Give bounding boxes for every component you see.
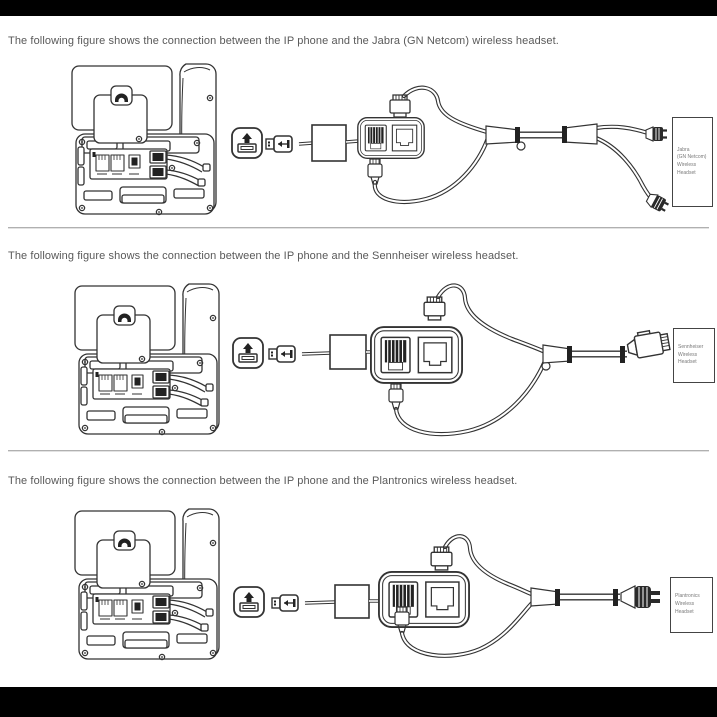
ip-phone-illustration	[74, 283, 220, 436]
headset-label-line: Headset	[677, 169, 696, 176]
headset-label-line: Wireless	[675, 601, 695, 608]
section-plantronics: The following figure shows the connectio…	[0, 455, 717, 687]
headset-quick-disconnect-plug	[620, 585, 661, 609]
rj45-connector	[389, 94, 411, 118]
y-splitter-junction	[542, 344, 572, 364]
cable-tie-ring	[516, 141, 526, 151]
headset-plug	[645, 125, 669, 143]
ip-phone-illustration	[71, 63, 217, 216]
headset-label-line: Wireless	[677, 162, 697, 168]
headset-label-box: Plantronics Wireless Headset	[670, 577, 713, 633]
connection-diagram-sennheiser	[74, 283, 672, 437]
ehs-adapter-box	[311, 124, 347, 162]
ip-phone-illustration	[74, 508, 220, 661]
headset-label-line: Plantronics	[675, 593, 700, 600]
connection-diagram-plantronics	[74, 508, 661, 661]
caption-jabra: The following figure shows the connectio…	[8, 35, 559, 47]
usb-port-icon	[231, 127, 263, 159]
headset-label-line: Wireless	[678, 351, 698, 358]
ehs-port-box	[357, 117, 425, 159]
ehs-adapter-box	[329, 334, 367, 370]
ehs-adapter-box	[334, 584, 370, 619]
rj45-connector	[430, 546, 453, 571]
headset-label-line: Jabra	[677, 146, 690, 153]
y-splitter-junction	[563, 123, 598, 145]
connection-diagram-jabra	[71, 63, 672, 216]
headset-label-line: Headset	[675, 608, 694, 615]
headset-label-box: Sennheiser Wireless Headset	[673, 328, 715, 383]
headset-label-box: Jabra (GN Netcom) Wireless Headset	[672, 117, 713, 207]
section-jabra: The following figure shows the connectio…	[0, 16, 717, 233]
section-divider	[8, 227, 709, 229]
headset-rj45-plug	[625, 327, 672, 361]
y-splitter-junction	[530, 587, 560, 607]
usb-port-icon	[232, 337, 264, 369]
headset-label-line: Sennheiser	[678, 343, 704, 350]
caption-plantronics: The following figure shows the connectio…	[8, 475, 518, 487]
caption-sennheiser: The following figure shows the connectio…	[8, 250, 519, 262]
headset-label-line: (GN Netcom)	[677, 154, 707, 161]
usb-plug-icon	[271, 594, 299, 612]
y-splitter-junction	[485, 125, 520, 145]
section-divider	[8, 450, 709, 452]
headset-label-line: Headset	[678, 359, 697, 366]
rj9-connector	[388, 383, 404, 410]
bottom-letterbox-bar	[0, 687, 717, 717]
usb-plug-icon	[268, 345, 296, 363]
usb-plug-icon	[265, 135, 293, 153]
usb-port-icon	[233, 586, 265, 618]
section-sennheiser: The following figure shows the connectio…	[0, 233, 717, 455]
ehs-port-box	[378, 571, 470, 628]
rj45-connector	[423, 296, 446, 321]
ehs-port-box	[370, 326, 463, 384]
top-letterbox-bar	[0, 0, 717, 16]
